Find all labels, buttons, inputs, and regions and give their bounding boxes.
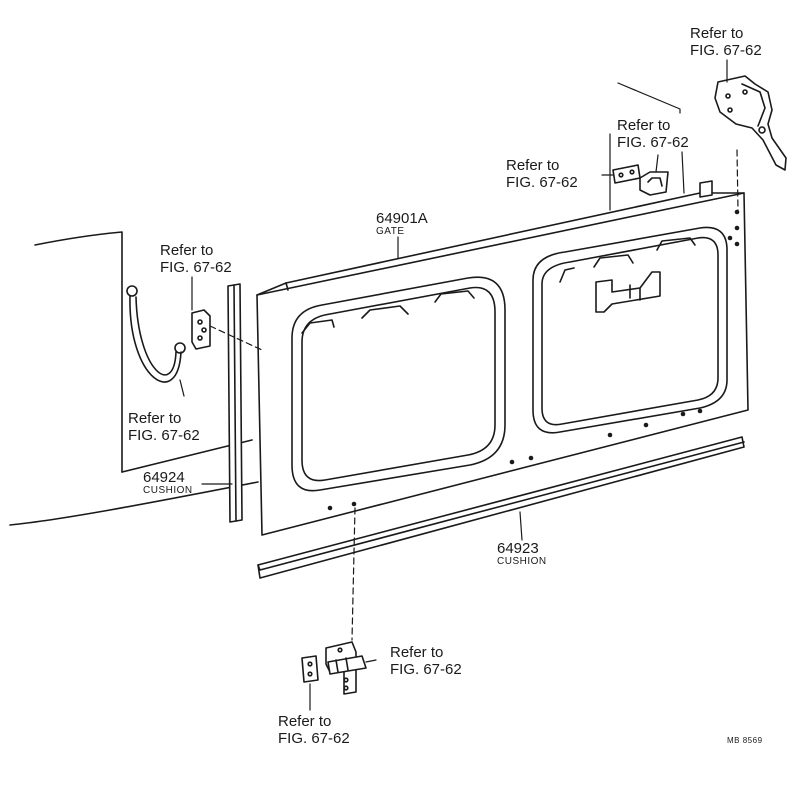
ref-figure: FIG. 67-62 bbox=[506, 174, 578, 191]
bottom-cushion-strip bbox=[257, 436, 745, 579]
ref-label-top-left-center: Refer to FIG. 67-62 bbox=[506, 157, 578, 191]
ref-figure: FIG. 67-62 bbox=[278, 730, 350, 747]
ref-label-top-right: Refer to FIG. 67-62 bbox=[690, 25, 762, 59]
ref-figure: FIG. 67-62 bbox=[160, 259, 232, 276]
ref-figure: FIG. 67-62 bbox=[617, 134, 689, 151]
part-name: CUSHION bbox=[143, 485, 193, 496]
ref-text: Refer to bbox=[390, 644, 444, 661]
part-callout-side-cushion: 64924 CUSHION bbox=[143, 470, 193, 496]
ref-label-upper-left: Refer to FIG. 67-62 bbox=[160, 242, 232, 276]
ref-figure: FIG. 67-62 bbox=[390, 661, 462, 678]
tail-gate-panel bbox=[256, 180, 749, 536]
ref-text: Refer to bbox=[160, 242, 214, 259]
ref-text: Refer to bbox=[690, 25, 744, 42]
part-callout-gate: 64901A GATE bbox=[376, 211, 428, 237]
leader-lines bbox=[179, 59, 728, 711]
part-number: 64924 bbox=[143, 469, 185, 486]
left-hinge-bracket bbox=[191, 309, 211, 350]
ref-text: Refer to bbox=[278, 713, 332, 730]
ref-figure: FIG. 67-62 bbox=[690, 42, 762, 59]
ref-text: Refer to bbox=[128, 410, 182, 427]
figure-code: MB 8569 bbox=[727, 736, 763, 745]
part-name: GATE bbox=[376, 226, 405, 237]
ref-label-lower-right: Refer to FIG. 67-62 bbox=[390, 644, 462, 678]
lower-hinge bbox=[301, 641, 367, 695]
part-number: 64923 bbox=[497, 540, 539, 557]
latch-hook bbox=[639, 171, 669, 196]
ref-figure: FIG. 67-62 bbox=[128, 427, 200, 444]
ref-text: Refer to bbox=[506, 157, 560, 174]
ref-label-left: Refer to FIG. 67-62 bbox=[128, 410, 200, 444]
ref-label-top-center: Refer to FIG. 67-62 bbox=[617, 117, 689, 151]
gate-arm-bracket bbox=[714, 75, 787, 171]
check-strap-cable bbox=[126, 285, 186, 383]
striker-plate bbox=[612, 164, 641, 184]
part-name: CUSHION bbox=[497, 556, 547, 567]
part-callout-bottom-cushion: 64923 CUSHION bbox=[497, 541, 547, 567]
mounting-holes bbox=[327, 209, 740, 511]
ref-text: Refer to bbox=[617, 117, 671, 134]
alignment-lines bbox=[209, 149, 739, 641]
side-cushion-strip bbox=[227, 283, 243, 523]
part-number: 64901A bbox=[376, 210, 428, 227]
ref-label-lower-left: Refer to FIG. 67-62 bbox=[278, 713, 350, 747]
